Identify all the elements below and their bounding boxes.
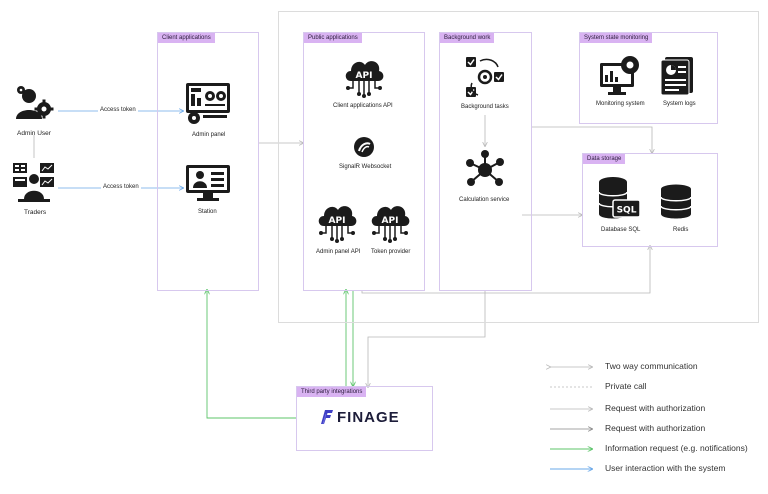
database-sql-icon: SQL — [597, 176, 641, 227]
edge-background-storage — [531, 126, 652, 153]
redis-label: Redis — [673, 227, 689, 233]
calculation-service-label: Calculation service — [459, 197, 510, 203]
background-work-title: Background work — [440, 33, 495, 43]
public-applications-group — [303, 32, 425, 291]
data-storage-group — [582, 153, 718, 247]
backend-frame — [278, 11, 759, 323]
signalr-label: SignalR Websocket — [339, 164, 392, 170]
legend-lines — [550, 367, 592, 469]
legend-private-call: Private call — [605, 381, 647, 391]
legend-two-way: Two way communication — [605, 361, 698, 371]
edge-label-admin-token: Access token — [98, 107, 138, 113]
signalr-icon — [353, 136, 375, 163]
client-api-icon-text: API — [356, 71, 373, 81]
admin-api-icon-text: API — [329, 216, 346, 226]
third-party-title: Third party integrations — [297, 387, 367, 397]
token-provider-icon: API — [369, 200, 411, 249]
edge-thirdparty-client — [207, 290, 296, 419]
data-storage-title: Data storage — [583, 154, 626, 164]
client-applications-group — [157, 32, 259, 291]
database-sql-label: Database SQL — [601, 227, 641, 233]
admin-user-icon — [12, 83, 56, 132]
finage-logo-icon — [319, 408, 335, 431]
admin-api-icon: API — [316, 200, 358, 249]
client-applications-title: Client applications — [158, 33, 215, 43]
admin-api-label: Admin panel API — [316, 249, 361, 255]
legend-user-interaction: User interaction with the system — [605, 463, 726, 473]
token-provider-icon-text: API — [382, 216, 399, 226]
edge-public-storage — [361, 246, 650, 294]
system-monitoring-title: System state monitoring — [580, 33, 653, 43]
background-tasks-label: Background tasks — [461, 104, 509, 110]
third-party-group — [296, 386, 433, 451]
finage-logo-text: FINAGE — [337, 409, 400, 426]
traders-icon — [12, 161, 56, 210]
traders-label: Traders — [24, 209, 47, 216]
redis-icon — [659, 184, 693, 225]
system-logs-icon — [659, 56, 695, 101]
background-tasks-icon — [464, 55, 506, 104]
background-work-group — [439, 32, 532, 291]
legend-info-request: Information request (e.g. notifications) — [605, 443, 748, 453]
system-logs-label: System logs — [663, 101, 696, 107]
station-icon — [185, 164, 231, 207]
monitoring-system-label: Monitoring system — [596, 101, 645, 107]
monitoring-system-icon — [599, 55, 641, 102]
legend-request-auth-2: Request with authorization — [605, 423, 706, 433]
admin-panel-icon — [185, 82, 231, 131]
client-api-label: Client applications API — [333, 103, 393, 109]
edge-label-traders-token: Access token — [101, 184, 141, 190]
client-api-icon: API — [343, 55, 385, 104]
station-label: Station — [198, 209, 217, 215]
legend-request-auth: Request with authorization — [605, 403, 706, 413]
public-applications-title: Public applications — [304, 33, 362, 43]
admin-panel-label: Admin panel — [192, 132, 226, 138]
system-monitoring-group — [579, 32, 718, 124]
edge-background-thirdparty — [368, 290, 486, 387]
admin-user-label: Admin User — [17, 130, 51, 137]
calculation-service-icon — [464, 149, 506, 196]
database-sql-icon-text: SQL — [617, 206, 637, 216]
token-provider-label: Token provider — [371, 249, 411, 255]
